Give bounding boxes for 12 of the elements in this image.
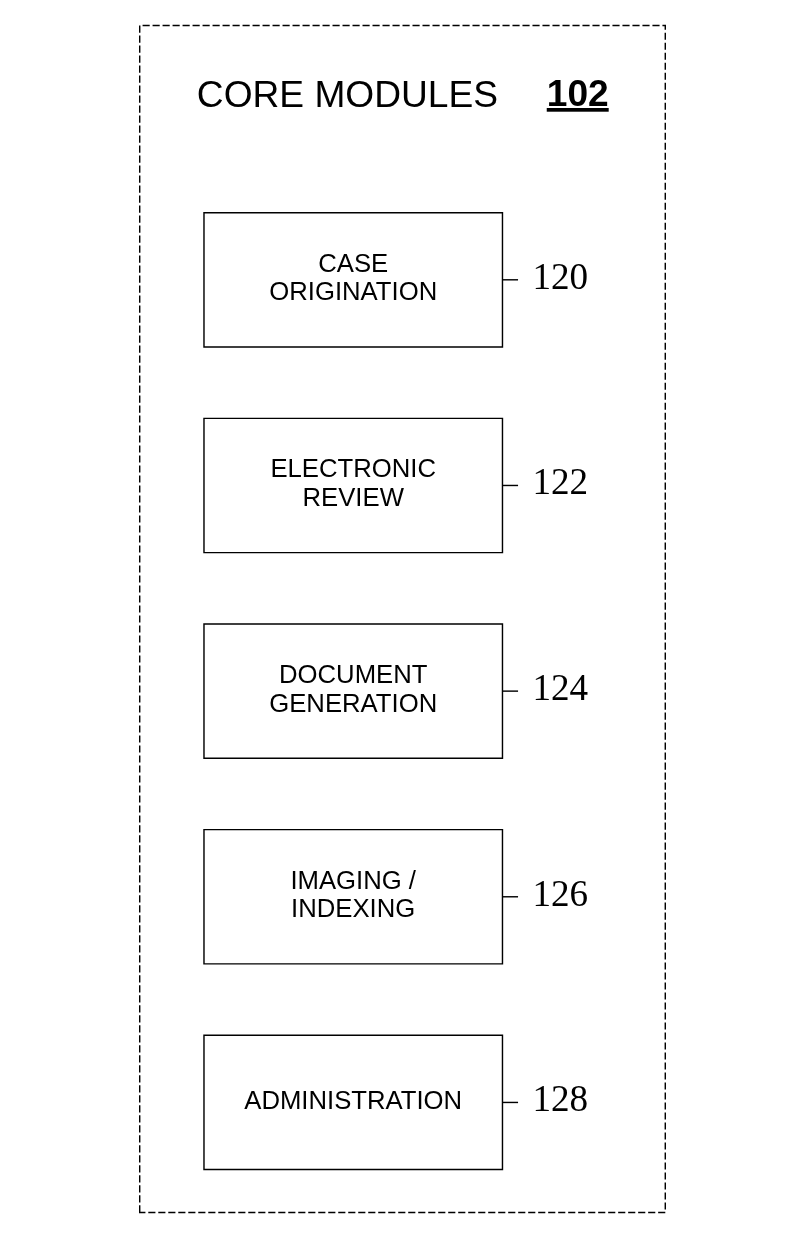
node-text: 126 — [531, 872, 588, 914]
connector — [501, 279, 519, 281]
node-text: 124 — [531, 667, 588, 709]
node-text: 120 — [531, 255, 588, 297]
node-text: 122 — [531, 461, 588, 503]
node-box: ADMINISTRATION — [202, 1034, 503, 1171]
node-box: IMAGING / INDEXING — [202, 828, 503, 965]
node-box: ELECTRONIC REVIEW — [202, 417, 503, 554]
node-box: CASE ORIGINATION — [202, 211, 503, 348]
node-box: DOCUMENT GENERATION — [202, 623, 503, 759]
node-text: 128 — [531, 1078, 588, 1120]
connector — [501, 690, 519, 692]
